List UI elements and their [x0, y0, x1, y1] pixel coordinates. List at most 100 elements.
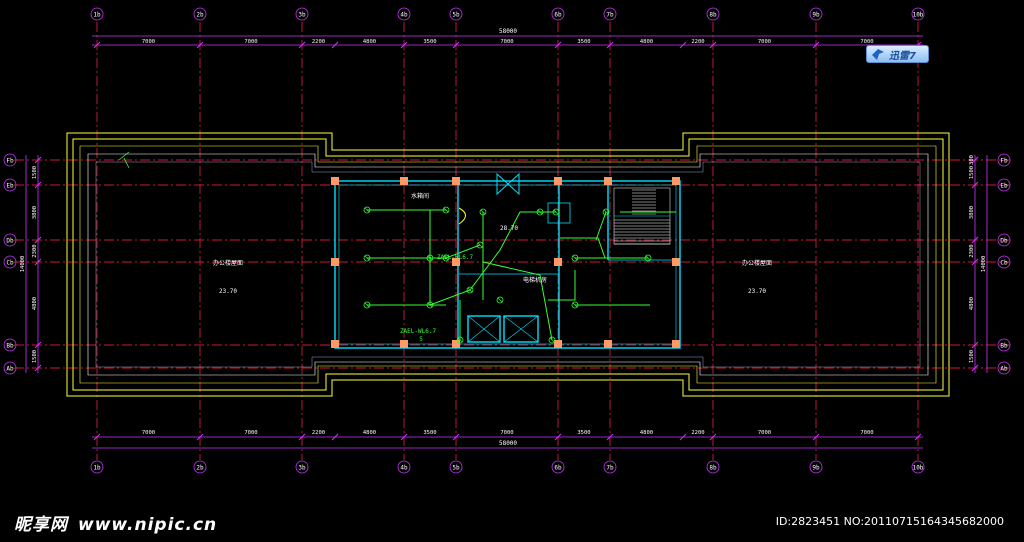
axis-label-left: Fb — [6, 158, 14, 165]
dim-right-label: 1500 — [969, 350, 975, 363]
xunlei-badge[interactable]: 迅雷7 — [866, 45, 929, 63]
axis-bubble — [3, 338, 17, 352]
axis-label-bottom: 1b — [93, 465, 101, 472]
watermark-site-url: www.nipic.cn — [78, 515, 218, 535]
light-fixture — [571, 254, 579, 262]
light-fixture-cross — [427, 255, 433, 261]
axis-bubble — [551, 7, 565, 21]
dim-bottom-tick — [452, 433, 460, 441]
light-fixture — [571, 301, 579, 309]
dim-left-total: 14000 — [20, 256, 26, 273]
dim-right-total: 14000 — [981, 256, 987, 273]
column — [452, 258, 460, 266]
light-fixture — [456, 336, 464, 344]
light-fixture-cross — [477, 242, 483, 248]
axis-bubble — [997, 338, 1011, 352]
axis-label-bottom: 8b — [709, 465, 717, 472]
column — [604, 177, 612, 185]
light-fixture — [363, 301, 371, 309]
light-fixture-cross — [443, 207, 449, 213]
core-walls — [334, 180, 681, 349]
dim-top-label: 4800 — [363, 39, 376, 45]
dim-bottom-tick — [298, 433, 306, 441]
column — [554, 340, 562, 348]
light-fixture — [602, 208, 610, 216]
door-symbol — [458, 172, 520, 225]
column — [604, 340, 612, 348]
bird-icon — [872, 49, 884, 60]
light-fixture-cross — [364, 302, 370, 308]
light-fixture — [644, 254, 652, 262]
light-fixture-cross — [603, 209, 609, 215]
right-roof-label: 办公楼屋面 — [742, 259, 772, 267]
dim-bottom-tick — [812, 433, 820, 441]
axis-bubble — [90, 460, 104, 474]
axis-bubble — [295, 460, 309, 474]
dim-top-label: 2200 — [312, 39, 325, 45]
axis-label-bottom: 3b — [298, 465, 306, 472]
dim-right-tick — [971, 341, 979, 349]
axis-bubble — [295, 7, 309, 21]
dim-bottom-tick — [400, 433, 408, 441]
axis-label-right: Ab — [1000, 366, 1008, 373]
dim-left-label: 1500 — [32, 350, 38, 363]
dim-right-label: 2300 — [969, 244, 975, 257]
water-tank-label: 水箱间 — [411, 192, 429, 200]
axis-label-top: 8b — [709, 12, 717, 19]
light-fixture — [466, 286, 474, 294]
axis-bubble — [997, 233, 1011, 247]
axis-bubble — [997, 361, 1011, 375]
dim-right-label: 4800 — [969, 297, 975, 310]
axis-bubble — [193, 460, 207, 474]
axis-label-right: Cb — [1000, 260, 1008, 267]
axis-label-left: Db — [6, 238, 14, 245]
dim-left-tick — [34, 236, 42, 244]
dim-top-tick — [606, 41, 614, 49]
dim-bottom-label: 7000 — [244, 430, 257, 436]
dim-top-label: 7000 — [142, 39, 155, 45]
dim-top-label: 7000 — [500, 39, 513, 45]
column — [331, 177, 339, 185]
light-fixture — [536, 208, 544, 216]
dim-right-tick — [971, 236, 979, 244]
axis-label-right: Db — [1000, 238, 1008, 245]
stair — [613, 187, 671, 245]
column — [672, 258, 680, 266]
light-fixture — [552, 208, 560, 216]
dim-left-tick — [34, 181, 42, 189]
axis-label-top: 10b — [913, 12, 924, 19]
axis-grid: 1b1b2b2b3b3b4b4b5b5b6b6b7b7b8b8b9b9b10b1… — [3, 7, 1011, 474]
dim-top-label: 7000 — [244, 39, 257, 45]
column — [331, 340, 339, 348]
axis-label-top: 7b — [606, 12, 614, 19]
roof-parapet — [66, 132, 950, 397]
dim-right-tick — [971, 181, 979, 189]
dim-bottom-tick — [93, 433, 101, 441]
dim-right-label: 3800 — [969, 206, 975, 219]
light-fixture — [426, 301, 434, 309]
axis-label-top: 4b — [400, 12, 408, 19]
watermark-id: ID:2823451 NO:20110715164345682000 — [775, 515, 1004, 528]
light-fixture — [476, 241, 484, 249]
circuit-a: ZAEL-WL6.7 — [437, 254, 474, 261]
axis-bubble — [90, 7, 104, 21]
left-roof-label: 办公楼屋面 — [213, 259, 243, 267]
dim-bottom-tick — [709, 433, 717, 441]
light-fixture-cross — [443, 255, 449, 261]
light-fixture — [426, 254, 434, 262]
axis-bubble — [3, 361, 17, 375]
light-fixtures — [363, 206, 652, 344]
dim-top-tick — [554, 41, 562, 49]
room-labels: 办公楼屋面 23.70 办公楼屋面 23.70 水箱间 电梯机房 28.70 Z… — [213, 192, 772, 343]
axis-label-bottom: 9b — [812, 465, 820, 472]
axis-bubble — [997, 255, 1011, 269]
circuit-num: 5 — [419, 336, 423, 343]
axis-label-top: 9b — [812, 12, 820, 19]
dim-top-label: 7000 — [758, 39, 771, 45]
light-fixture-cross — [572, 255, 578, 261]
light-fixture-cross — [645, 255, 651, 261]
light-fixture — [442, 206, 450, 214]
machine-room-label: 电梯机房 — [523, 276, 547, 284]
dim-bottom-tick — [914, 433, 922, 441]
